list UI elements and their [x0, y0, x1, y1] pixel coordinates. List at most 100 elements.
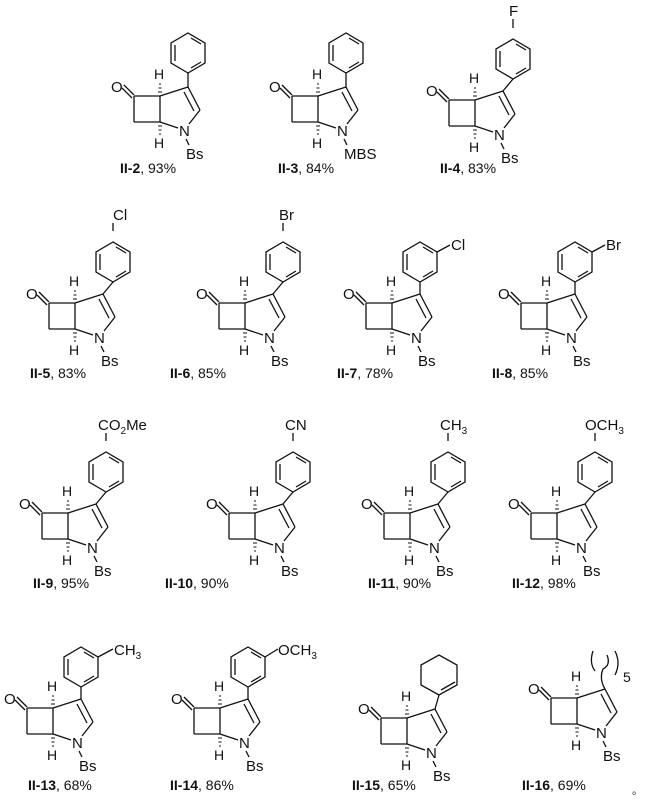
svg-text:H: H [401, 757, 411, 773]
compound-label: II-13, 68% [28, 777, 92, 793]
svg-text:Bs: Bs [246, 758, 264, 775]
svg-text:H: H [386, 273, 396, 289]
alkyl-chain [590, 650, 619, 690]
compound-id: II-10 [165, 575, 194, 591]
compound-label: II-15, 65% [352, 777, 416, 793]
svg-text:H: H [154, 135, 164, 151]
svg-text:OCH3: OCH3 [585, 417, 624, 437]
compound-label: II-16, 69% [522, 777, 586, 793]
svg-text:O: O [498, 286, 510, 303]
svg-text:H: H [404, 552, 414, 568]
svg-text:O: O [4, 691, 16, 708]
compound-II-7: O H H N Bs Cl II-7, 78% [337, 205, 492, 385]
compound-II-11: CH3 O H H N Bs II-11, 90% [350, 415, 500, 595]
svg-text:CH3: CH3 [440, 417, 468, 437]
compound-yield: 69% [557, 777, 586, 793]
substituent-label: F [509, 3, 518, 20]
svg-text:N: N [72, 735, 83, 752]
compound-id: II-5 [30, 365, 51, 381]
svg-text:N: N [87, 540, 98, 557]
compound-yield: 84% [306, 160, 335, 176]
compound-label: II-7, 78% [337, 365, 394, 381]
compound-id: II-15 [352, 777, 381, 793]
svg-text:O: O [111, 79, 123, 96]
svg-text:O: O [171, 691, 183, 708]
compound-id: II-13 [28, 777, 57, 793]
svg-text:Bs: Bs [573, 353, 591, 370]
compound-yield: 83% [58, 365, 87, 381]
svg-text:Bs: Bs [271, 353, 289, 370]
compound-label: II-6, 85% [170, 365, 227, 381]
svg-text:H: H [69, 273, 79, 289]
svg-text:Bs: Bs [418, 353, 436, 370]
svg-text:O: O [26, 286, 38, 303]
svg-text:Bs: Bs [186, 146, 204, 163]
compound-id: II-4 [440, 160, 461, 176]
svg-text:Bs: Bs [501, 150, 519, 167]
svg-text:H: H [239, 342, 249, 358]
svg-text:O: O [426, 83, 438, 100]
compound-yield: 90% [403, 575, 432, 591]
svg-text:OCH3: OCH3 [278, 642, 317, 662]
compound-yield: 85% [520, 365, 549, 381]
svg-text:H: H [69, 342, 79, 358]
compound-II-3: O H H N MBS II-3, 84% [268, 20, 418, 180]
svg-text:H: H [249, 552, 259, 568]
svg-text:H: H [62, 552, 72, 568]
svg-text:CO2Me: CO2Me [98, 417, 147, 437]
svg-text:N: N [429, 540, 440, 557]
svg-text:H: H [541, 273, 551, 289]
svg-text:N: N [274, 540, 285, 557]
svg-text:H: H [571, 737, 581, 753]
compound-yield: 85% [198, 365, 227, 381]
svg-text:Bs: Bs [583, 563, 601, 580]
svg-text:N: N [494, 127, 505, 144]
compound-II-13: O H H N Bs CH3 II-13, 68% [3, 620, 163, 800]
svg-text:Bs: Bs [101, 353, 119, 370]
compound-id: II-2 [120, 160, 141, 176]
substituent-label: Cl [451, 237, 465, 254]
compound-II-8: O H H N Bs Br II-8, 85% [492, 205, 647, 385]
chain-repeat-count: 5 [623, 669, 631, 685]
trailing-mark: 。 [632, 785, 643, 797]
svg-text:Bs: Bs [79, 758, 97, 775]
svg-text:H: H [47, 678, 57, 694]
svg-text:H: H [571, 668, 581, 684]
svg-text:H: H [551, 552, 561, 568]
compound-II-16: O H H N Bs 5 II-16, 69% [522, 620, 647, 800]
svg-text:N: N [426, 745, 437, 762]
svg-text:N: N [337, 123, 348, 140]
compound-yield: 98% [547, 575, 576, 591]
compound-id: II-6 [170, 365, 191, 381]
svg-text:N: N [179, 123, 190, 140]
substituent-label: Br [279, 207, 294, 224]
compound-II-15: O H H N Bs II-15, 65% [352, 620, 507, 800]
compound-yield: 83% [468, 160, 497, 176]
svg-text:H: H [312, 66, 322, 82]
svg-text:O: O [19, 496, 31, 513]
svg-text:O: O [206, 496, 218, 513]
compound-id: II-11 [368, 575, 396, 591]
svg-text:Bs: Bs [281, 563, 299, 580]
svg-text:H: H [469, 139, 479, 155]
svg-text:H: H [404, 483, 414, 499]
compound-label: II-9, 95% [33, 575, 90, 591]
compound-label: II-3, 84% [278, 160, 335, 176]
compound-yield: 86% [205, 777, 234, 793]
cyclohexenyl-ring [420, 654, 458, 710]
svg-text:N: N [596, 725, 607, 742]
compound-label: II-5, 83% [30, 365, 87, 381]
svg-text:Bs: Bs [433, 768, 451, 785]
svg-text:H: H [214, 678, 224, 694]
svg-text:N: N [576, 540, 587, 557]
compound-yield: 65% [387, 777, 416, 793]
compound-II-2: O H H N Bs II-2, 93% [110, 20, 260, 180]
compound-label: II-2, 93% [120, 160, 177, 176]
substituent-label: CN [285, 417, 307, 434]
svg-text:H: H [469, 70, 479, 86]
svg-text:H: H [401, 688, 411, 704]
svg-text:N: N [94, 330, 105, 347]
svg-text:O: O [343, 286, 355, 303]
svg-text:H: H [541, 342, 551, 358]
compound-id: II-14 [170, 777, 199, 793]
